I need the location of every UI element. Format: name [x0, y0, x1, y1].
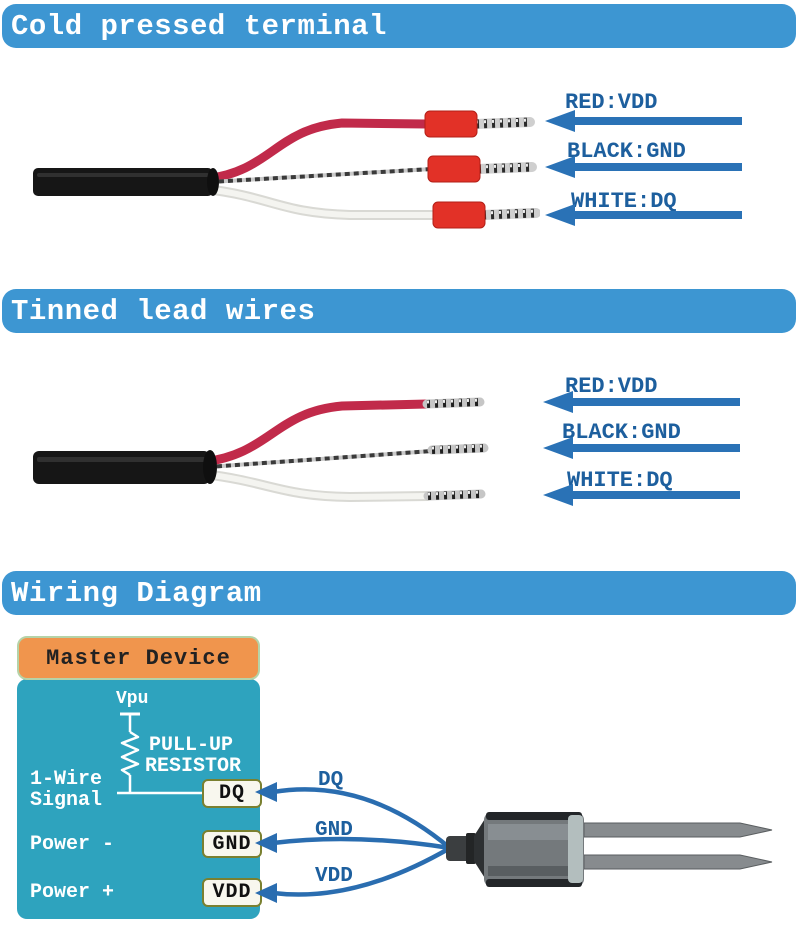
wire-label-black-gnd: BLACK:GND [562, 420, 681, 445]
wire-label-black-gnd: BLACK:GND [567, 139, 686, 164]
body-top-edge [486, 812, 582, 820]
cable-jacket [33, 451, 210, 484]
power-plus-label: Power + [30, 881, 115, 904]
left-arrow-icon [545, 204, 742, 226]
resistor-zigzag [120, 730, 140, 777]
red-crimp-terminals [424, 110, 486, 229]
terminal-label-dq: DQ [218, 782, 245, 805]
left-arrowhead-icon [255, 883, 277, 903]
section-header-wiring-diagram: Wiring Diagram [2, 571, 796, 615]
left-arrow-icon [543, 391, 740, 413]
red-wire [199, 399, 432, 467]
black-wire-twist [207, 449, 433, 469]
left-arrow-icon [545, 156, 742, 178]
wire-label-red-vdd: RED:VDD [565, 90, 658, 115]
section-title: Cold pressed terminal [11, 9, 387, 43]
power-minus-label: Power - [30, 833, 115, 856]
left-arrowhead-icon [255, 782, 277, 802]
cable-highlight [37, 173, 209, 177]
master-device-label: Master Device [46, 645, 231, 671]
body-highlight [488, 824, 576, 840]
dq-wire-curve [272, 787, 452, 850]
cable-highlight [37, 457, 206, 462]
white-wire [201, 471, 431, 501]
body-light-band [568, 815, 583, 883]
master-device-box: Master Device [17, 636, 260, 680]
body-shadow [488, 866, 576, 876]
curve-label-vdd: VDD [315, 865, 353, 888]
tinned-cable-illustration [33, 397, 489, 503]
section-header-cold-pressed: Cold pressed terminal [2, 4, 796, 48]
probe-needle-bottom [583, 854, 773, 870]
vdd-wire-curve [272, 846, 452, 897]
vpu-label: Vpu [116, 689, 149, 709]
pullup-circuit-drawing [117, 712, 203, 795]
body-bottom-edge [486, 879, 582, 887]
terminal-box-vdd: VDD [202, 878, 262, 907]
curve-label-dq: DQ [318, 769, 344, 792]
left-arrow-icon [545, 110, 742, 132]
terminal-box-dq: DQ [202, 779, 262, 808]
tinned-wire-tips [422, 397, 489, 501]
section-header-tinned: Tinned lead wires [2, 289, 796, 333]
cable-gland-ring [466, 833, 476, 864]
pullup-resistor-label-line1: PULL-UP [149, 734, 234, 757]
cable-jacket [33, 168, 213, 196]
cable-end [203, 450, 217, 484]
terminal-box-gnd: GND [202, 830, 262, 858]
wire-label-white-dq: WHITE:DQ [567, 468, 673, 493]
probe-needle-top [583, 822, 773, 838]
section-title: Wiring Diagram [11, 576, 262, 610]
cable-end [207, 168, 219, 196]
black-wire-twist [209, 167, 433, 184]
one-wire-signal-label-line1: 1-Wire [30, 768, 103, 791]
terminal-pins [471, 117, 540, 220]
left-arrow-icon [543, 437, 740, 459]
gnd-wire-curve [272, 836, 451, 851]
left-arrow-icon [543, 484, 740, 506]
sensor-wire-curves [255, 782, 452, 903]
wire-label-white-dq: WHITE:DQ [571, 189, 677, 214]
curve-label-gnd: GND [315, 819, 353, 842]
cold-pressed-cable-illustration [33, 110, 540, 229]
pullup-resistor-label-line2: RESISTOR [145, 755, 242, 778]
red-wire [201, 118, 431, 184]
soil-probe-sensor-illustration [446, 812, 773, 887]
one-wire-signal-label-line2: Signal [30, 789, 103, 812]
white-wire [203, 186, 438, 218]
terminal-label-vdd: VDD [212, 881, 252, 904]
wire-label-red-vdd: RED:VDD [565, 374, 658, 399]
left-arrowhead-icon [255, 833, 277, 853]
terminal-label-gnd: GND [212, 832, 252, 856]
section-title: Tinned lead wires [11, 294, 316, 328]
